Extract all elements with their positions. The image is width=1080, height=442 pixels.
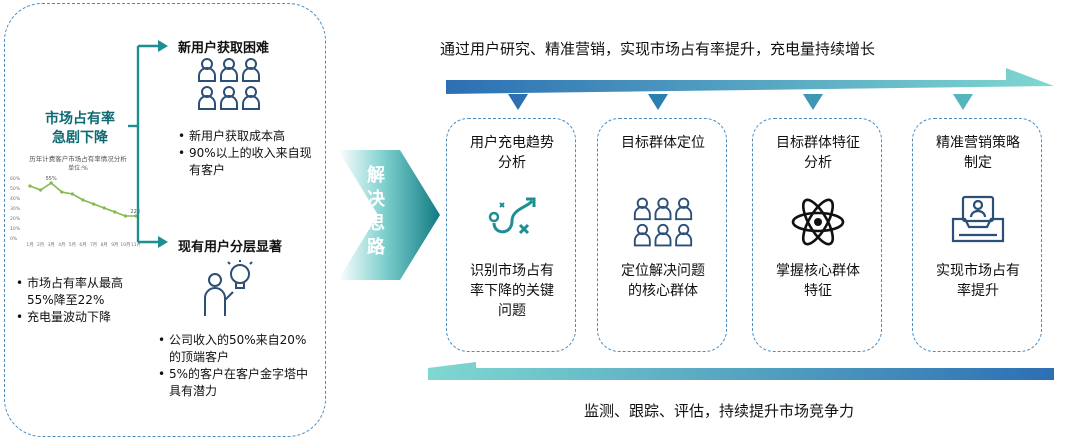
problem-panel [4,3,326,437]
left-bullet-item: 市场占有率从最高55%降至22% [16,275,146,309]
chart-point [28,184,32,188]
y-tick-label: 50% [10,186,21,192]
x-tick-label: 6月 [79,242,86,248]
strategy-card: 目标群体特征分析掌握核心群体特征 [752,118,882,352]
chart-point [39,188,43,192]
chart-point [113,210,117,214]
strategy-card: 精准营销策略制定实现市场占有率提升 [912,118,1042,352]
branch-existing-bullet-item: 公司收入的50%来自20%的顶端客户 [158,332,318,366]
target-inbox-icon [913,195,1043,249]
solution-label-char: 决 [367,189,385,210]
strategy-card-title: 精准营销策略制定 [936,135,1020,171]
pointer-3 [803,94,823,110]
trend-path-icon [447,195,577,245]
y-tick-label: 0% [10,236,18,242]
x-tick-label: 11月 [131,242,140,248]
strategy-card: 目标群体定位定位解决问题的核心群体 [597,118,727,352]
chart-subtitle: 单位:% [68,164,88,172]
people-group-icon [598,195,728,253]
chart-point [92,202,96,206]
chart-point [49,181,53,185]
branch-new-bullet-item: 90%以上的收入来自现有客户 [178,145,318,179]
branch-existing-bullets: 公司收入的50%来自20%的顶端客户5%的客户在客户金字塔中具有潜力 [158,332,318,400]
branch-existing-title: 现有用户分层显著 [178,240,283,255]
solution-label-char: 解 [367,165,385,186]
x-tick-label: 8月 [101,242,108,248]
chart-point [123,214,127,218]
x-tick-label: 5月 [69,242,76,248]
strategy-card-description: 识别市场占有率下降的关键问题 [470,263,554,319]
x-tick-label: 2月 [37,242,44,248]
branch-connector [128,40,168,248]
chart-data-label: 55% [46,176,57,182]
person-lightbulb-icon [204,260,253,316]
y-tick-label: 60% [10,176,21,182]
top-progress-arrow [446,68,1054,110]
bottom-feedback-arrow [428,362,1054,380]
branch-new-bullets: 新用户获取成本高90%以上的收入来自现有客户 [178,128,318,179]
chart-title: 历年计费客户市场占有率情况分析 [29,154,127,163]
left-bullets: 市场占有率从最高55%降至22%充电量波动下降 [16,275,146,326]
x-tick-label: 7月 [90,242,97,248]
strategy-card-description: 掌握核心群体特征 [776,263,860,299]
top-caption: 通过用户研究、精准营销，实现市场占有率提升，充电量持续增长 [440,40,876,58]
market-share-title-line: 市场占有率 [45,111,115,127]
bottom-caption: 监测、跟踪、评估，持续提升市场竞争力 [584,402,855,420]
branch-new-title: 新用户获取困难 [178,41,270,56]
market-share-title: 市场占有率急剧下降 [30,110,130,148]
x-tick-label: 4月 [58,242,65,248]
people-group-icon [198,58,260,110]
chart-point [70,192,74,196]
solution-arrow [338,150,440,280]
x-tick-label: 9月 [111,242,118,248]
market-share-chart: 历年计费客户市场占有率情况分析 单位:% 60% 50% 40% 30% 20% 10% 0… [10,154,140,248]
strategy-card-description: 定位解决问题的核心群体 [621,263,705,299]
chart-point [60,190,64,194]
solution-label-char: 路 [367,237,385,258]
x-tick-label: 10月 [120,242,130,248]
market-share-title-line: 急剧下降 [52,130,108,146]
branch-new-bullet-item: 新用户获取成本高 [178,128,318,145]
strategy-card-title: 用户充电趋势分析 [470,135,554,171]
atom-icon [753,195,883,253]
chart-point [81,198,85,202]
strategy-card-title: 目标群体定位 [621,135,705,151]
solution-label-char: 思 [367,213,385,234]
branch-existing-bullet-item: 5%的客户在客户金字塔中具有潜力 [158,366,318,400]
chart-data-label: 22% [130,209,140,215]
y-tick-label: 40% [10,196,21,202]
x-tick-label: 3月 [48,242,55,248]
strategy-card-description: 实现市场占有率提升 [936,263,1020,299]
left-bullet-item: 充电量波动下降 [16,309,146,326]
y-tick-label: 10% [10,226,21,232]
pointer-2 [648,94,668,110]
y-tick-label: 20% [10,216,21,222]
chart-point [102,206,106,210]
strategy-card: 用户充电趋势分析识别市场占有率下降的关键问题 [446,118,576,352]
y-tick-label: 30% [10,206,21,212]
pointer-4 [953,94,973,110]
strategy-card-title: 目标群体特征分析 [776,135,860,171]
x-tick-label: 1月 [26,242,33,248]
solution-label: 解决思路 [364,164,388,260]
pointer-1 [508,94,528,110]
